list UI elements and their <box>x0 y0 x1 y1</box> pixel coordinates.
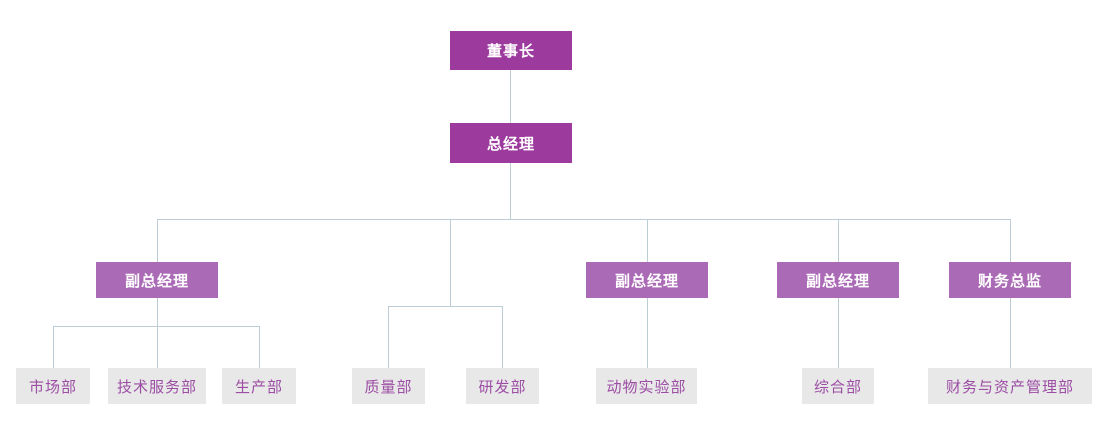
node-label: 质量部 <box>364 377 413 396</box>
node-label: 副总经理 <box>805 271 870 290</box>
node-label: 财务与资产管理部 <box>945 377 1074 396</box>
node-label: 研发部 <box>478 377 527 396</box>
connector-line <box>510 70 511 123</box>
node-quality-dept[interactable]: 质量部 <box>352 368 425 404</box>
node-label: 市场部 <box>28 377 77 396</box>
connector-line <box>647 298 648 368</box>
connector-line <box>450 219 451 306</box>
node-label: 生产部 <box>234 377 283 396</box>
node-label: 总经理 <box>486 134 535 153</box>
connector-line <box>502 306 503 368</box>
connector-line <box>259 326 260 368</box>
node-rd-dept[interactable]: 研发部 <box>466 368 539 404</box>
connector-line <box>838 219 839 262</box>
connector-line <box>157 298 158 326</box>
node-general-manager[interactable]: 总经理 <box>450 123 572 163</box>
connector-line <box>1010 219 1011 262</box>
node-deputy-gm-1[interactable]: 副总经理 <box>96 262 218 298</box>
connector-line <box>1010 298 1011 368</box>
connector-line <box>647 219 648 262</box>
node-label: 副总经理 <box>614 271 679 290</box>
node-label: 技术服务部 <box>116 377 197 396</box>
node-label: 动物实验部 <box>606 377 687 396</box>
connector-line <box>510 163 511 220</box>
node-finance-director[interactable]: 财务总监 <box>949 262 1071 298</box>
node-production-dept[interactable]: 生产部 <box>222 368 296 404</box>
node-general-affairs-dept[interactable]: 综合部 <box>802 368 874 404</box>
connector-line <box>53 326 259 327</box>
connector-line <box>53 326 54 368</box>
node-label: 综合部 <box>813 377 862 396</box>
node-label: 财务总监 <box>977 271 1042 290</box>
node-chairman[interactable]: 董事长 <box>450 31 572 70</box>
connector-line <box>157 219 1011 220</box>
node-label: 副总经理 <box>124 271 189 290</box>
connector-line <box>157 219 158 262</box>
node-label: 董事长 <box>486 42 535 60</box>
node-finance-asset-dept[interactable]: 财务与资产管理部 <box>928 368 1092 404</box>
connector-line <box>388 306 389 368</box>
node-tech-service-dept[interactable]: 技术服务部 <box>108 368 206 404</box>
node-deputy-gm-2[interactable]: 副总经理 <box>586 262 708 298</box>
connector-line <box>157 326 158 368</box>
node-animal-lab-dept[interactable]: 动物实验部 <box>596 368 697 404</box>
node-marketing-dept[interactable]: 市场部 <box>16 368 90 404</box>
connector-line <box>388 306 502 307</box>
node-deputy-gm-3[interactable]: 副总经理 <box>777 262 899 298</box>
connector-line <box>838 298 839 368</box>
